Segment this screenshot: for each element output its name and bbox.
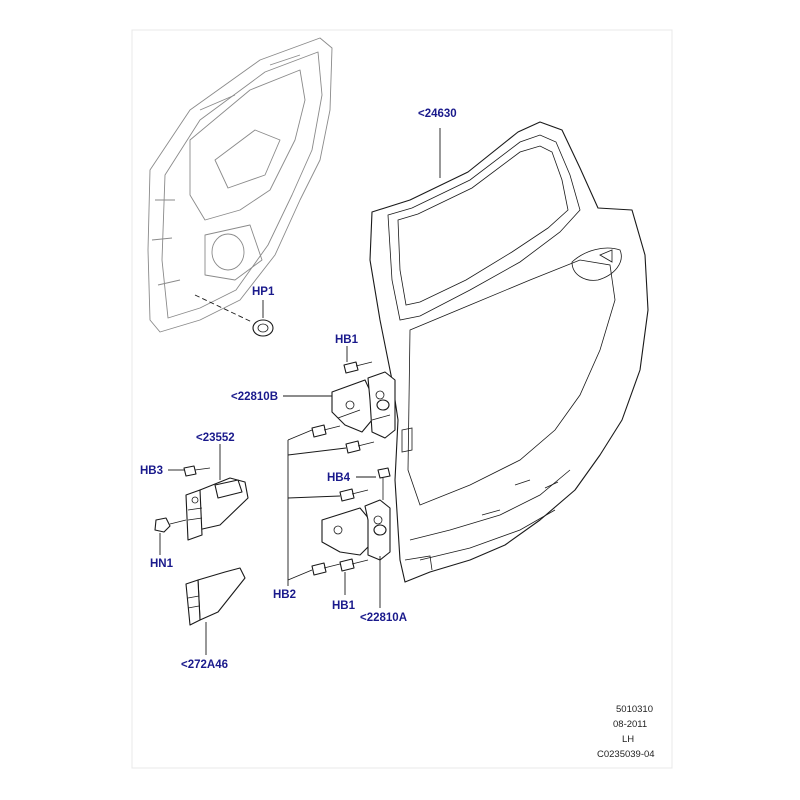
drawing-number: 5010310	[616, 704, 653, 715]
upper-hinge-22810b	[283, 371, 396, 439]
plug-leader-dashed	[194, 294, 253, 323]
hinge-pin-bolt-hb4	[356, 467, 391, 500]
drawing-date: 08-2011	[613, 719, 647, 730]
callout-check-strap[interactable]: <23552	[196, 432, 235, 444]
drawing-reference: C0235039-04	[597, 749, 655, 760]
callout-lower-hinge[interactable]: <22810A	[360, 612, 407, 624]
drawing-side: LH	[622, 734, 634, 745]
check-strap-23552	[185, 444, 249, 541]
nut-hn1	[154, 517, 187, 555]
callout-upper-hinge[interactable]: <22810B	[231, 391, 278, 403]
bolts-hb2-upper	[311, 424, 375, 454]
bolt-hb1-lower	[339, 558, 369, 595]
plug-hp1	[252, 300, 274, 337]
callout-bolt-upper-hinge[interactable]: HB1	[335, 334, 359, 346]
inner-door-panel-ghost	[147, 37, 333, 333]
callout-hinge-pin-bolt[interactable]: HB4	[327, 472, 351, 484]
callout-door-shell[interactable]: <24630	[418, 108, 457, 120]
callout-plug[interactable]: HP1	[252, 286, 275, 298]
callout-bolt-check-strap[interactable]: HB3	[140, 465, 163, 477]
callout-bolts-door-side[interactable]: HB2	[273, 589, 296, 601]
bolts-hb2-lower	[311, 488, 369, 576]
bolt-hb1-upper	[343, 346, 373, 374]
callout-check-strap-bracket[interactable]: <272A46	[181, 659, 228, 671]
door-shell-24630	[369, 121, 649, 583]
lower-hinge-22810a	[321, 499, 391, 608]
callout-nut[interactable]: HN1	[150, 558, 174, 570]
hb2-leader-bracket	[287, 429, 347, 586]
bolt-hb3	[168, 465, 211, 477]
callout-bolt-lower-hinge[interactable]: HB1	[332, 600, 356, 612]
diagram-frame	[131, 29, 673, 769]
check-strap-bracket-272a46	[185, 567, 246, 655]
